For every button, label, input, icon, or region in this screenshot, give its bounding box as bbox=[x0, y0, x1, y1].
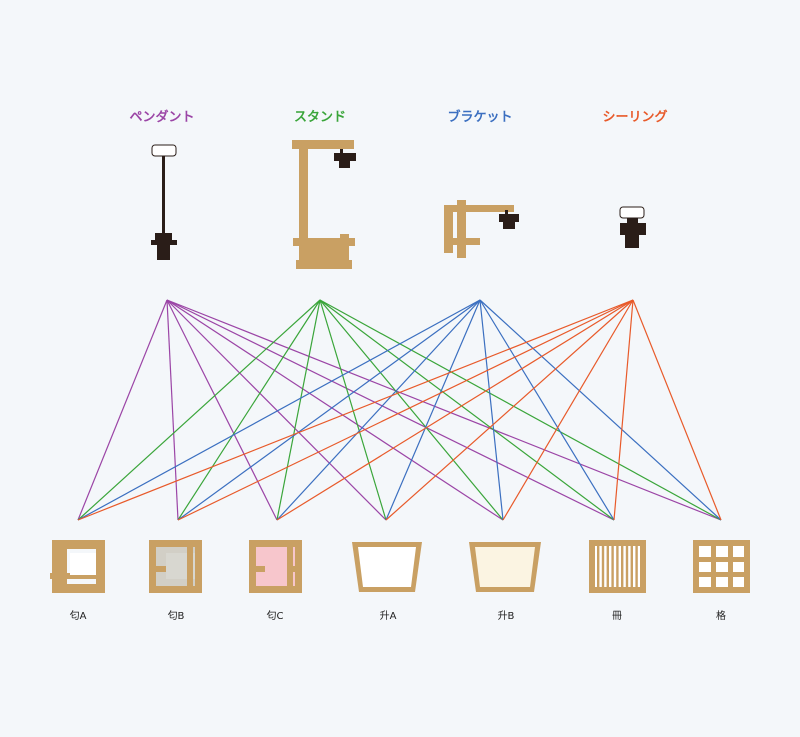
shade-label-kou-b: 匂B bbox=[168, 609, 185, 622]
fixture-label-pendant: ペンダント bbox=[129, 109, 194, 125]
shade-label-masu-b: 升B bbox=[498, 610, 515, 622]
connection-pendant-saku bbox=[166, 299, 615, 521]
connection-lines bbox=[77, 299, 722, 521]
square-frame-a-icon bbox=[50, 540, 105, 593]
shade-label-kou-c: 匂C bbox=[267, 609, 284, 622]
bracket-lamp-icon bbox=[444, 200, 519, 258]
shade-label-koushi: 格 bbox=[716, 609, 726, 622]
connection-ceiling-kou-b bbox=[177, 299, 634, 521]
connection-stand-masu-a bbox=[319, 299, 387, 521]
vertical-slat-icon bbox=[589, 540, 646, 593]
fixture-label-bracket: ブラケット bbox=[447, 109, 512, 125]
connection-ceiling-kou-a bbox=[77, 299, 634, 521]
connection-pendant-masu-b bbox=[166, 299, 504, 521]
fixture-label-stand: スタンド bbox=[294, 110, 346, 125]
connection-stand-kou-a bbox=[77, 299, 321, 521]
connection-stand-masu-b bbox=[319, 299, 504, 521]
connection-stand-koushi bbox=[319, 299, 722, 521]
connection-ceiling-koushi bbox=[632, 299, 722, 521]
connection-bracket-masu-a bbox=[385, 299, 481, 521]
square-frame-c-icon bbox=[249, 540, 302, 593]
connection-pendant-koushi bbox=[166, 299, 722, 521]
connection-pendant-kou-c bbox=[166, 299, 278, 521]
pendant-lamp-icon bbox=[151, 144, 177, 260]
fixture-label-ceiling: シーリング bbox=[602, 109, 667, 125]
shade-label-saku: 冊 bbox=[612, 611, 622, 622]
connection-ceiling-masu-a bbox=[385, 299, 634, 521]
shade-label-masu-a: 升A bbox=[380, 610, 397, 622]
connection-stand-kou-b bbox=[177, 299, 321, 521]
connection-stand-saku bbox=[319, 299, 615, 521]
connection-stand-kou-c bbox=[276, 299, 321, 521]
connection-ceiling-saku bbox=[613, 299, 634, 521]
connection-bracket-masu-b bbox=[479, 299, 504, 521]
connection-bracket-kou-a bbox=[77, 299, 481, 521]
ceiling-lamp-icon bbox=[619, 206, 646, 248]
grid-lattice-icon bbox=[693, 540, 750, 593]
connection-bracket-koushi bbox=[479, 299, 722, 521]
connection-ceiling-kou-c bbox=[276, 299, 634, 521]
connection-pendant-kou-a bbox=[77, 299, 168, 521]
connection-bracket-saku bbox=[479, 299, 615, 521]
trapezoid-box-a-icon bbox=[352, 542, 422, 592]
connection-bracket-kou-b bbox=[177, 299, 481, 521]
connection-pendant-masu-a bbox=[166, 299, 387, 521]
stand-lamp-icon bbox=[292, 140, 356, 269]
trapezoid-box-b-icon bbox=[469, 542, 541, 592]
connection-ceiling-masu-b bbox=[502, 299, 634, 521]
connection-pendant-kou-b bbox=[166, 299, 179, 521]
connection-bracket-kou-c bbox=[276, 299, 481, 521]
shade-label-kou-a: 匂A bbox=[70, 609, 87, 622]
square-frame-b-icon bbox=[149, 540, 202, 593]
